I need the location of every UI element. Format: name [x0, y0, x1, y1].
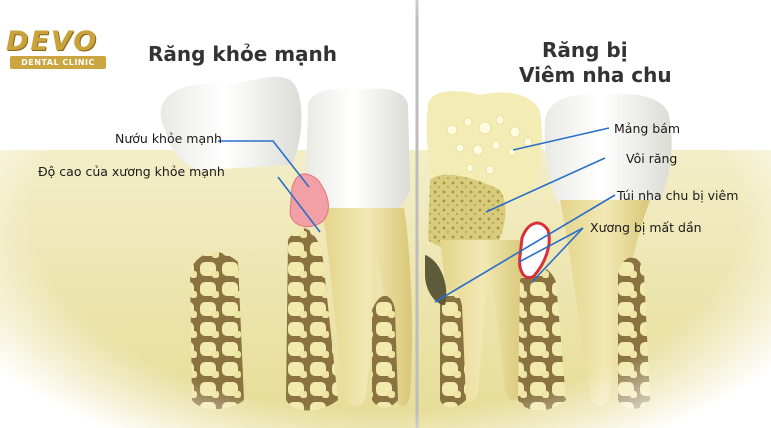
periodontitis-title-line2: Viêm nha chu [519, 63, 672, 87]
devo-logo: DEVO DENTAL CLINIC [6, 26, 112, 70]
healthy-tooth-title: Răng khỏe mạnh [148, 42, 337, 66]
label-healthy-gum: Nướu khỏe mạnh [115, 131, 222, 146]
label-healthy-bone-height: Độ cao của xương khỏe mạnh [38, 164, 225, 179]
label-inflamed-pocket: Túi nha chu bị viêm [617, 188, 738, 203]
logo-wordmark: DEVO [6, 26, 98, 57]
label-plaque: Mảng bám [614, 121, 680, 136]
logo-subtitle: DENTAL CLINIC [10, 56, 106, 69]
label-tartar: Vôi răng [626, 151, 677, 166]
periodontitis-title-line1: Răng bị [542, 38, 628, 62]
label-bone-loss: Xương bị mất dần [590, 220, 702, 235]
